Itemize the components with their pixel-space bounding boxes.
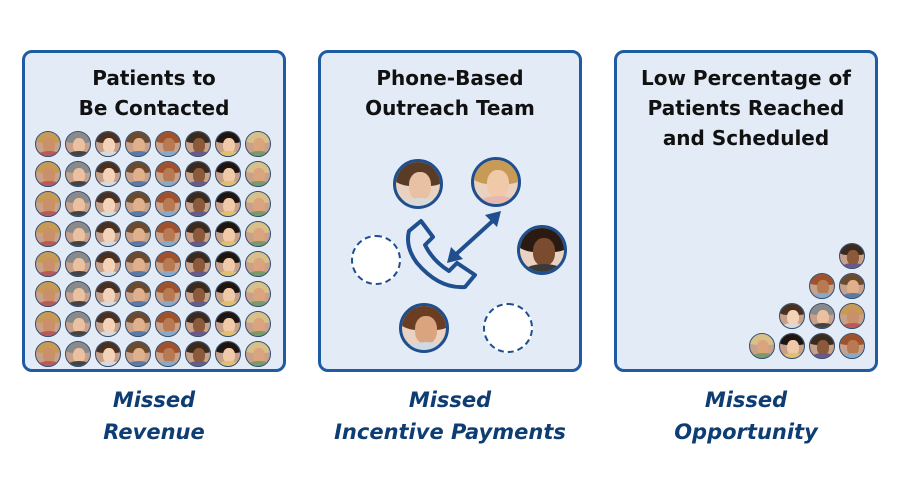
patient-photo-icon — [245, 131, 271, 157]
patient-photo-icon — [245, 281, 271, 307]
patient-photo-icon — [245, 191, 271, 217]
patient-photo-icon — [215, 251, 241, 277]
patient-photo-icon — [215, 281, 241, 307]
patient-photo-icon — [125, 311, 151, 337]
patient-photo-icon — [215, 191, 241, 217]
patient-photo-icon — [95, 161, 121, 187]
patient-photo-icon — [185, 161, 211, 187]
patient-photo-icon — [65, 191, 91, 217]
patient-photo-icon — [155, 161, 181, 187]
empty-slot-icon — [351, 235, 401, 285]
panel-low-percentage: Low Percentage of Patients Reached and S… — [614, 50, 878, 372]
patient-photo-grid — [35, 131, 275, 367]
patient-photo-icon — [779, 303, 805, 329]
double-arrow-icon — [447, 211, 501, 263]
patient-photo-icon — [839, 333, 865, 359]
patient-photo-icon — [839, 303, 865, 329]
patient-photo-icon — [245, 311, 271, 337]
patient-photo-icon — [155, 311, 181, 337]
patient-photo-icon — [245, 341, 271, 367]
patient-photo-icon — [95, 251, 121, 277]
patient-photo-icon — [185, 281, 211, 307]
patient-photo-icon — [95, 191, 121, 217]
patient-photo-icon — [65, 251, 91, 277]
patient-photo-icon — [35, 251, 61, 277]
patient-photo-icon — [95, 311, 121, 337]
patient-photo-icon — [245, 221, 271, 247]
patient-photo-icon — [125, 341, 151, 367]
caption-missed-revenue: Missed Revenue — [103, 388, 205, 444]
phone-icon — [406, 211, 501, 290]
patient-photo-icon — [95, 221, 121, 247]
patient-photo-icon — [125, 221, 151, 247]
patient-photo-icon — [155, 191, 181, 217]
panel-title: Patients to Be Contacted — [78, 66, 230, 120]
patient-photo-icon — [185, 311, 211, 337]
caption-missed-opportunity: Missed Opportunity — [674, 388, 818, 444]
patient-photo-icon — [65, 131, 91, 157]
empty-slot-icon — [483, 303, 533, 353]
patient-photo-icon — [185, 191, 211, 217]
team-member-photo-icon — [393, 159, 443, 209]
patient-photo-icon — [65, 281, 91, 307]
team-member-photo-icon — [471, 157, 521, 207]
patient-photo-icon — [839, 243, 865, 269]
patient-photo-icon — [215, 161, 241, 187]
patient-photo-icon — [185, 251, 211, 277]
patient-photo-icon — [65, 311, 91, 337]
patient-photo-icon — [185, 341, 211, 367]
patient-photo-icon — [95, 341, 121, 367]
patient-photo-icon — [155, 251, 181, 277]
patient-photo-icon — [809, 273, 835, 299]
patient-photo-icon — [35, 191, 61, 217]
patient-photo-icon — [35, 341, 61, 367]
patient-photo-icon — [155, 131, 181, 157]
patient-photo-icon — [35, 221, 61, 247]
patient-photo-icon — [779, 333, 805, 359]
patient-photo-icon — [65, 161, 91, 187]
patient-photo-icon — [125, 191, 151, 217]
patient-photo-icon — [215, 341, 241, 367]
patient-photo-icon — [839, 273, 865, 299]
patient-photo-icon — [125, 251, 151, 277]
patient-photo-icon — [749, 333, 775, 359]
patient-photo-icon — [125, 281, 151, 307]
panel-title: Phone-Based Outreach Team — [365, 66, 535, 120]
patient-photo-icon — [65, 221, 91, 247]
patient-photo-icon — [215, 131, 241, 157]
patient-photo-icon — [35, 311, 61, 337]
panel-title: Low Percentage of Patients Reached and S… — [640, 66, 851, 150]
patient-photo-icon — [35, 131, 61, 157]
patient-photo-icon — [95, 281, 121, 307]
patient-photo-icon — [809, 303, 835, 329]
patient-photo-icon — [125, 161, 151, 187]
patient-photo-icon — [65, 341, 91, 367]
patient-photo-icon — [125, 131, 151, 157]
patient-photo-icon — [155, 221, 181, 247]
team-member-photo-icon — [517, 225, 567, 275]
panel-outreach-team: Phone-Based Outreach Team — [318, 50, 582, 372]
patient-photo-icon — [215, 221, 241, 247]
team-member-photo-icon — [399, 303, 449, 353]
patient-photo-icon — [215, 311, 241, 337]
panel-patients-to-contact: Patients to Be Contacted — [22, 50, 286, 372]
patient-photo-icon — [245, 161, 271, 187]
patient-photo-icon — [35, 161, 61, 187]
patient-photo-icon — [185, 131, 211, 157]
patient-photo-icon — [155, 341, 181, 367]
patient-photo-icon — [95, 131, 121, 157]
caption-missed-incentive-payments: Missed Incentive Payments — [334, 388, 566, 444]
patient-photo-icon — [155, 281, 181, 307]
patient-photo-icon — [245, 251, 271, 277]
patient-photo-icon — [809, 333, 835, 359]
patient-photo-icon — [185, 221, 211, 247]
patient-photo-icon — [35, 281, 61, 307]
